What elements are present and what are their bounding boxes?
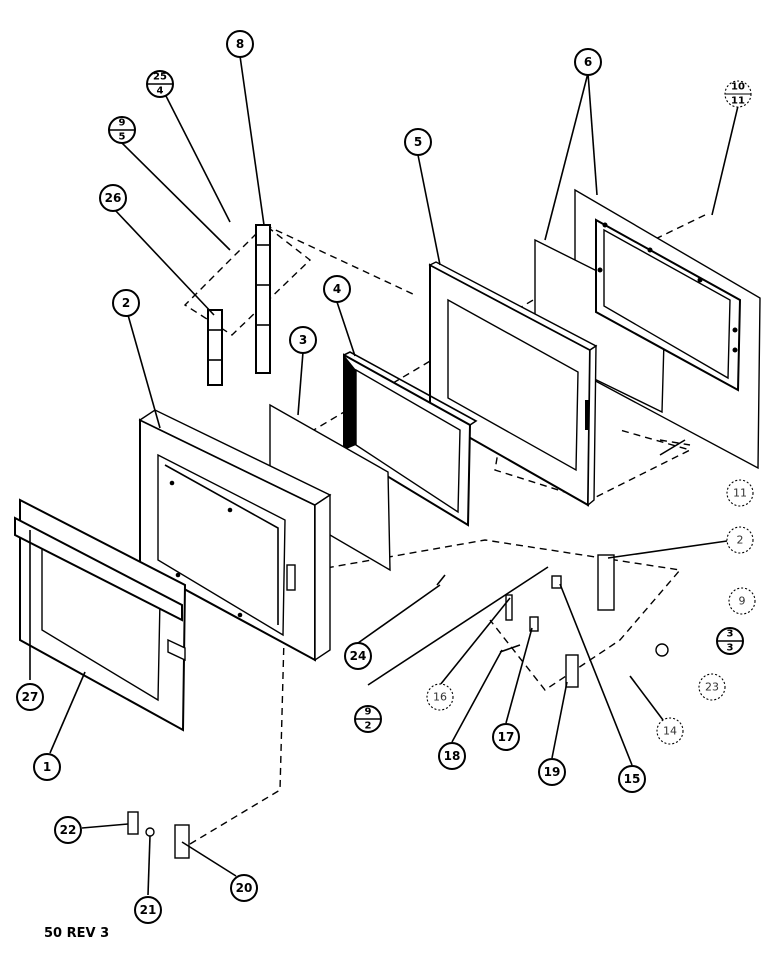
svg-text:2: 2: [737, 534, 744, 547]
callout-9: 9: [728, 587, 756, 615]
svg-text:9: 9: [739, 595, 746, 608]
svg-text:14: 14: [663, 725, 677, 738]
part-1-door-panel: [14, 498, 187, 732]
svg-text:3: 3: [727, 643, 734, 654]
svg-text:3: 3: [727, 629, 734, 640]
svg-text:21: 21: [140, 903, 157, 917]
part-5-door-frame: [428, 261, 598, 507]
svg-text:5: 5: [414, 135, 422, 149]
svg-text:9: 9: [365, 707, 372, 718]
svg-text:1: 1: [43, 760, 51, 774]
leader-lines: [29, 55, 739, 896]
svg-text:11: 11: [733, 487, 747, 500]
callout-25-4: 25 4: [146, 70, 174, 98]
callout-15: 15: [618, 765, 646, 793]
callout-16: 16: [426, 683, 454, 711]
callout-27: 27: [16, 683, 44, 711]
callout-8: 8: [226, 30, 254, 58]
callout-3: 3: [289, 326, 317, 354]
callout-9-5: 9 5: [108, 116, 136, 144]
callout-5: 5: [404, 128, 432, 156]
svg-text:18: 18: [444, 749, 461, 763]
svg-text:10: 10: [731, 82, 745, 93]
svg-text:6: 6: [584, 55, 592, 69]
callout-10-11: 10 11: [724, 80, 752, 108]
callout-20: 20: [230, 874, 258, 902]
svg-text:19: 19: [544, 765, 561, 779]
svg-text:20: 20: [236, 881, 253, 895]
callout-17: 17: [492, 723, 520, 751]
svg-text:5: 5: [119, 132, 126, 143]
part-6-back-panel: [534, 188, 761, 470]
callout-9-2: 9 2: [354, 705, 382, 733]
callout-19: 19: [538, 758, 566, 786]
svg-text:22: 22: [60, 823, 77, 837]
svg-text:9: 9: [119, 118, 126, 129]
svg-text:2: 2: [122, 296, 130, 310]
svg-text:26: 26: [105, 191, 122, 205]
svg-text:11: 11: [731, 96, 745, 107]
part-2-door-body: [138, 409, 332, 662]
svg-text:4: 4: [157, 86, 164, 97]
callout-26: 26: [99, 184, 127, 212]
svg-text:24: 24: [350, 649, 367, 663]
callout-3-3: 3 3: [716, 627, 744, 655]
callout-11: 11: [726, 479, 754, 507]
callout-6: 6: [574, 48, 602, 76]
svg-text:3: 3: [299, 333, 307, 347]
svg-text:15: 15: [624, 772, 641, 786]
svg-text:25: 25: [153, 72, 167, 83]
callout-22: 22: [54, 816, 82, 844]
svg-text:8: 8: [236, 37, 244, 51]
part-26-bracket: [207, 309, 223, 386]
callout-14: 14: [656, 717, 684, 745]
callout-2-door: 2: [112, 289, 140, 317]
part-8-latch-bar: [255, 224, 271, 374]
hinge-assembly-parts: [127, 439, 686, 859]
callout-2-hinge: 2: [726, 526, 754, 554]
revision-label: 50 REV 3: [44, 926, 110, 941]
callout-24: 24: [344, 642, 372, 670]
svg-text:23: 23: [705, 681, 719, 694]
callout-4: 4: [323, 275, 351, 303]
svg-text:17: 17: [498, 730, 515, 744]
svg-text:27: 27: [22, 690, 39, 704]
svg-text:2: 2: [365, 721, 372, 732]
callout-23: 23: [698, 673, 726, 701]
callout-18: 18: [438, 742, 466, 770]
svg-text:16: 16: [433, 691, 447, 704]
svg-text:4: 4: [333, 282, 341, 296]
part-4-inner-frame: [343, 351, 478, 527]
callout-1: 1: [33, 753, 61, 781]
callout-21: 21: [134, 896, 162, 924]
